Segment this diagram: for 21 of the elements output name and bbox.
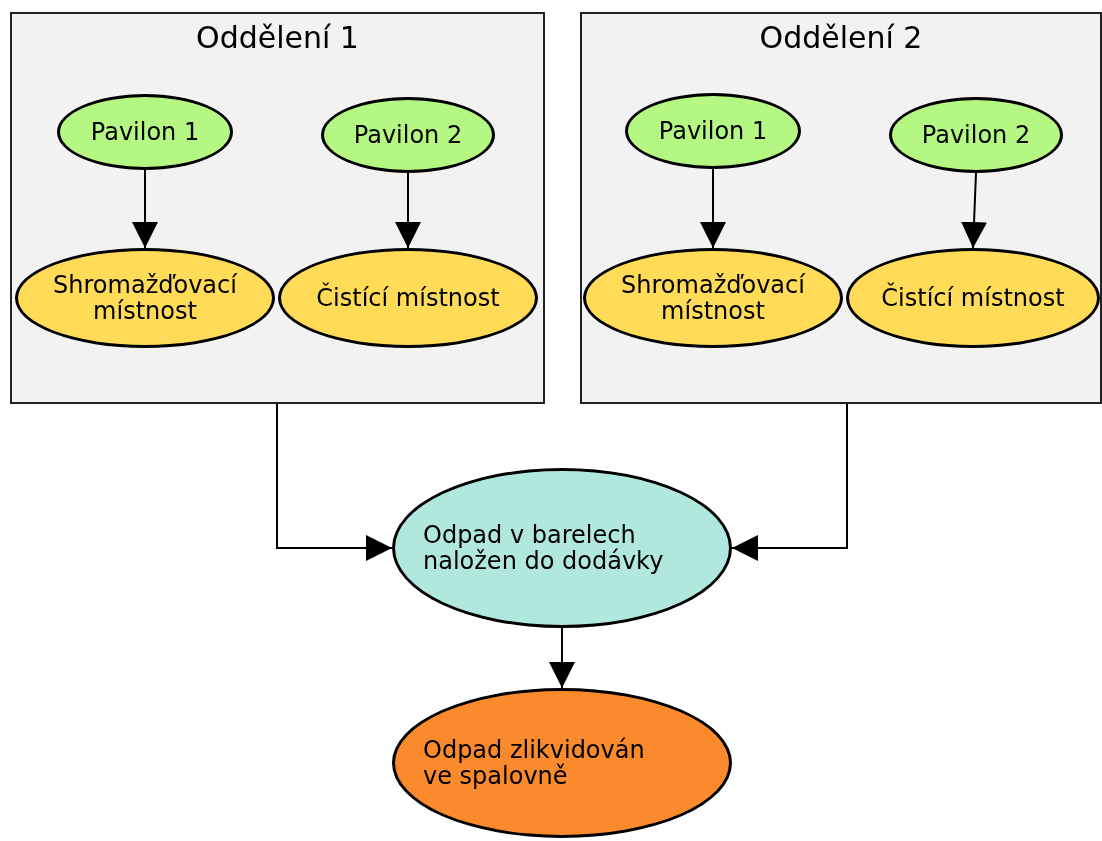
node-label: Odpad zlikvidován ve spalovně (423, 736, 646, 790)
department-panel (580, 12, 1102, 404)
arrow (276, 403, 393, 561)
node-label: Pavilon 1 (90, 118, 200, 146)
department-panel (10, 12, 545, 404)
arrow (731, 403, 848, 561)
arrow (395, 172, 421, 249)
arrow (961, 172, 988, 249)
arrow (132, 169, 158, 249)
node-label: Pavilon 1 (658, 117, 768, 145)
panel-title: Oddělení 1 (195, 20, 360, 55)
node-label: Čistící místnost (316, 284, 500, 312)
node-label: Čistící místnost (881, 284, 1065, 312)
node-label: Shromažďovací místnost (620, 271, 807, 325)
arrow (549, 627, 575, 689)
node-label: Odpad v barelech naložen do dodávky (423, 521, 665, 575)
node-label: Pavilon 2 (353, 121, 463, 149)
node-label: Pavilon 2 (921, 121, 1031, 149)
panel-title: Oddělení 2 (758, 20, 924, 55)
arrow (700, 168, 726, 249)
node-label: Shromažďovací místnost (52, 271, 239, 325)
